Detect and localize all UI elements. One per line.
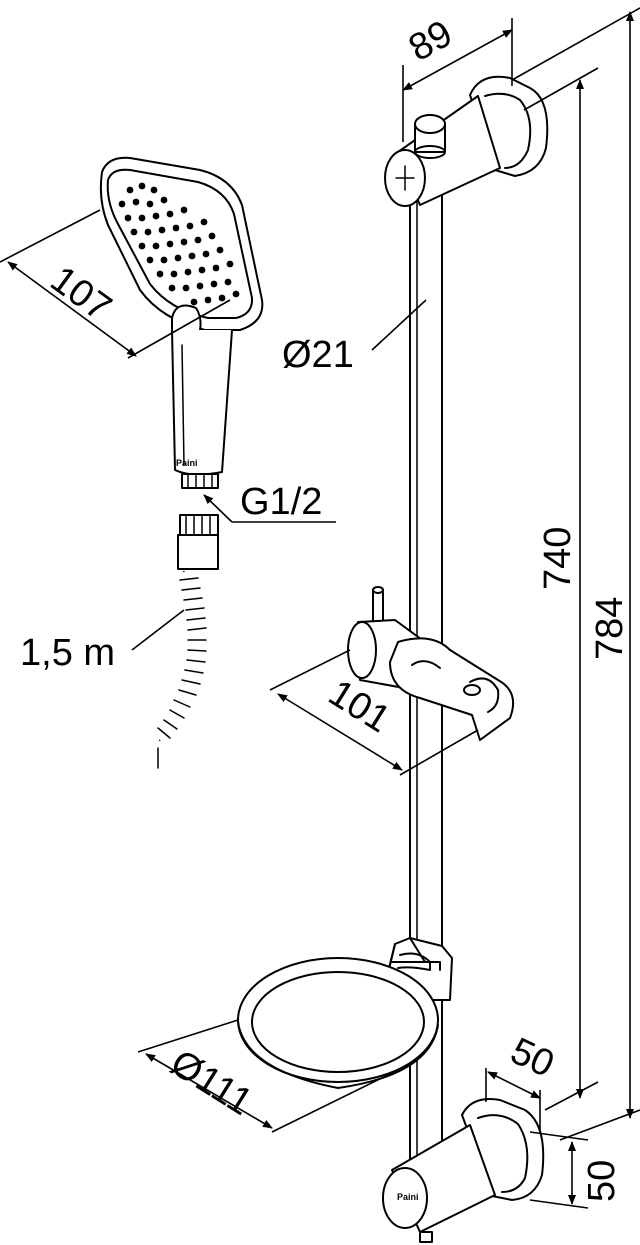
dimension-89-label: 89 [402, 13, 459, 70]
top-wall-bracket [384, 75, 549, 207]
hand-shower: Paini [99, 156, 264, 489]
hose-length-callout: 1,5 m [20, 609, 185, 674]
dimension-740-label: 740 [537, 527, 579, 590]
rail-diameter-label: Ø21 [282, 334, 354, 376]
hose-length-label: 1,5 m [20, 632, 115, 674]
spray-nozzles [118, 182, 240, 306]
soap-dish [237, 937, 453, 1089]
dimension-50-height-label: 50 [581, 1160, 623, 1202]
rail-diameter-callout: Ø21 [282, 299, 427, 376]
shower-hose [154, 514, 219, 769]
thread-callout: G1/2 [203, 481, 336, 523]
dimension-50-depth-label: 50 [504, 1030, 560, 1086]
dimension-784-label: 784 [589, 597, 631, 660]
dimension-107-label: 107 [43, 258, 119, 329]
bottom-bracket-logo: Paini [397, 1192, 419, 1202]
dimension-50-height: 50 [529, 1131, 623, 1209]
slider-holder [347, 586, 514, 741]
handshower-logo: Paini [176, 458, 198, 468]
dimension-740: 740 [523, 67, 599, 1111]
thread-label: G1/2 [240, 481, 322, 523]
dimension-784: 784 [511, 7, 640, 1141]
bottom-wall-bracket: Paini [382, 1098, 545, 1243]
